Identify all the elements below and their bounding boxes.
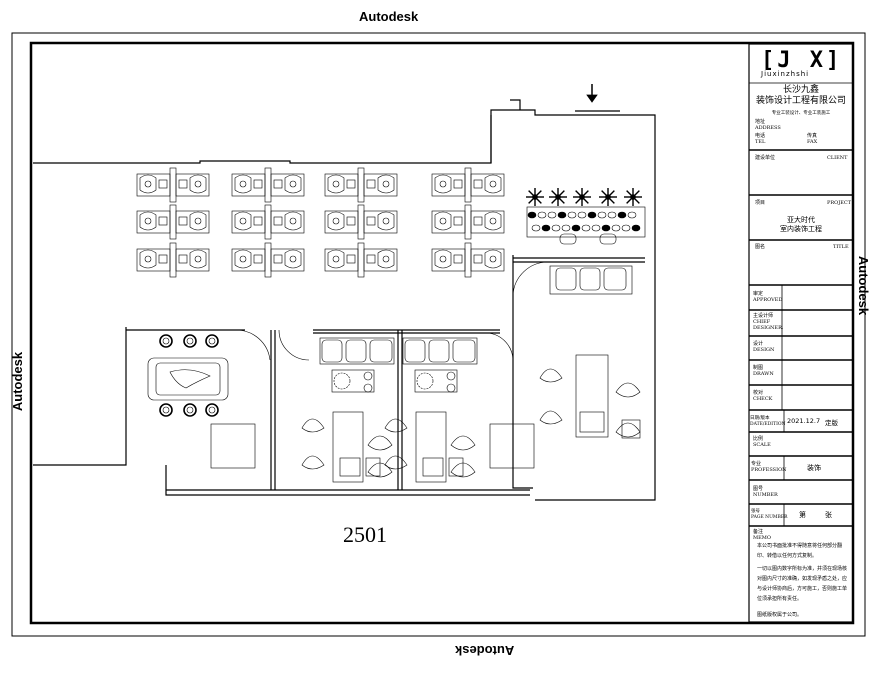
meeting-chair <box>183 403 197 417</box>
workstation <box>136 167 210 203</box>
stone <box>627 211 637 219</box>
plant <box>624 188 642 206</box>
company-logo: [J X] <box>761 48 843 73</box>
page-value-2: 张 <box>825 511 832 519</box>
meeting-chair <box>159 334 173 348</box>
stone <box>601 224 611 232</box>
date-value: 2021.12.7 <box>787 417 821 425</box>
stone <box>587 211 597 219</box>
office <box>301 337 395 483</box>
outer-border <box>11 32 866 637</box>
stone <box>597 211 607 219</box>
number-label: 图号 NUMBER <box>753 486 778 498</box>
workstation <box>231 242 305 278</box>
logo-subtitle: Jiuxinzhshi <box>761 70 810 78</box>
office-rooms <box>301 337 478 483</box>
stone <box>571 224 581 232</box>
door-swings <box>235 261 549 361</box>
memo-label: 备注 MEMO <box>753 529 771 541</box>
profession-label: 专业 PROFESSION <box>751 461 787 473</box>
page-value-1: 第 <box>799 511 806 519</box>
room-number: 2501 <box>343 522 387 547</box>
workstation <box>231 204 305 240</box>
client-label: 建设单位 <box>755 155 776 161</box>
plant <box>549 188 567 206</box>
plant <box>526 188 544 206</box>
plant <box>599 188 617 206</box>
workstation <box>231 167 305 203</box>
stone <box>631 224 641 232</box>
workstation <box>431 204 505 240</box>
meeting-chair <box>183 334 197 348</box>
fax-label: 传真 FAX <box>807 133 818 145</box>
stone <box>551 224 561 232</box>
stone <box>611 224 621 232</box>
stone <box>531 224 541 232</box>
stone <box>607 211 617 219</box>
drawing-title-label-en: TITLE <box>833 244 849 250</box>
date-edition-label: 日期/版本 DATE/EDITION <box>750 416 786 427</box>
profession-value: 装饰 <box>807 464 821 472</box>
title-block-lines <box>748 43 854 623</box>
memo-text-1: 本公司书面批准不得随意将任何部分翻印、转借以任何方式复制。 <box>757 543 843 559</box>
drawing-title-label: 图名 <box>755 244 766 250</box>
stone <box>581 224 591 232</box>
manager-office <box>489 265 641 469</box>
workstation <box>431 242 505 278</box>
scale-label: 比例 SCALE <box>753 436 771 448</box>
meeting-chair <box>159 403 173 417</box>
stone <box>561 224 571 232</box>
approved-label: 审定 APPROVED <box>753 291 783 303</box>
stone <box>547 211 557 219</box>
meeting-chair <box>205 334 219 348</box>
workstation <box>324 242 398 278</box>
entrance-arrow <box>586 84 598 103</box>
project-label: 项目 <box>755 200 766 206</box>
stone <box>617 211 627 219</box>
plant <box>573 188 591 206</box>
watermark-top: Autodesk <box>359 9 419 24</box>
project-name-2: 室内装饰工程 <box>780 225 822 233</box>
memo-text-3: 图纸版权属于公司。 <box>757 612 803 618</box>
stone <box>537 211 547 219</box>
company-name-line2: 装饰设计工程有限公司 <box>755 96 846 106</box>
bench-seat <box>599 233 617 245</box>
workstation <box>136 204 210 240</box>
plant-bed <box>526 188 646 245</box>
meeting-room <box>147 334 256 469</box>
design-label: 设计 DESIGN <box>753 341 775 353</box>
page-number-label: 张号 PAGE NUMBER <box>751 509 788 520</box>
meeting-chair <box>205 403 219 417</box>
project-label-en: PROJECT <box>827 200 852 206</box>
workstation <box>136 242 210 278</box>
building-walls <box>33 99 656 501</box>
company-name-line1: 长沙九鑫 <box>782 85 819 95</box>
chief-designer-label: 主设计师 CHIEF DESIGNER. <box>753 313 784 331</box>
address-label: 地址 ADDRESS <box>755 119 781 131</box>
stone <box>541 224 551 232</box>
stone <box>527 211 537 219</box>
stone <box>567 211 577 219</box>
stone <box>577 211 587 219</box>
workstation <box>431 167 505 203</box>
drawn-label: 制图 DRAWN <box>753 365 774 377</box>
stone <box>591 224 601 232</box>
stone <box>557 211 567 219</box>
title-block: [J X] Jiuxinzhshi 长沙九鑫 装饰设计工程有限公司 专业工装设计… <box>749 44 853 622</box>
bench-seat <box>559 233 577 245</box>
office <box>384 337 478 483</box>
memo-text-2: 一切以图内数字所标为准，并须在现场核对图内尺寸的准确，如发现矛盾之处，应与设计师… <box>757 566 848 602</box>
edition-value: 定版 <box>825 419 838 427</box>
project-name-1: 亚大时代 <box>787 216 815 224</box>
client-label-en: CLIENT <box>827 155 848 161</box>
check-label: 校对 CHECK <box>753 390 773 402</box>
workstation <box>324 167 398 203</box>
stone <box>621 224 631 232</box>
tel-label: 电话 TEL <box>755 133 766 145</box>
workstation <box>324 204 398 240</box>
company-slogan: 专业工装设计、专业工装施工 <box>771 111 831 116</box>
workstation-clusters <box>136 167 505 278</box>
